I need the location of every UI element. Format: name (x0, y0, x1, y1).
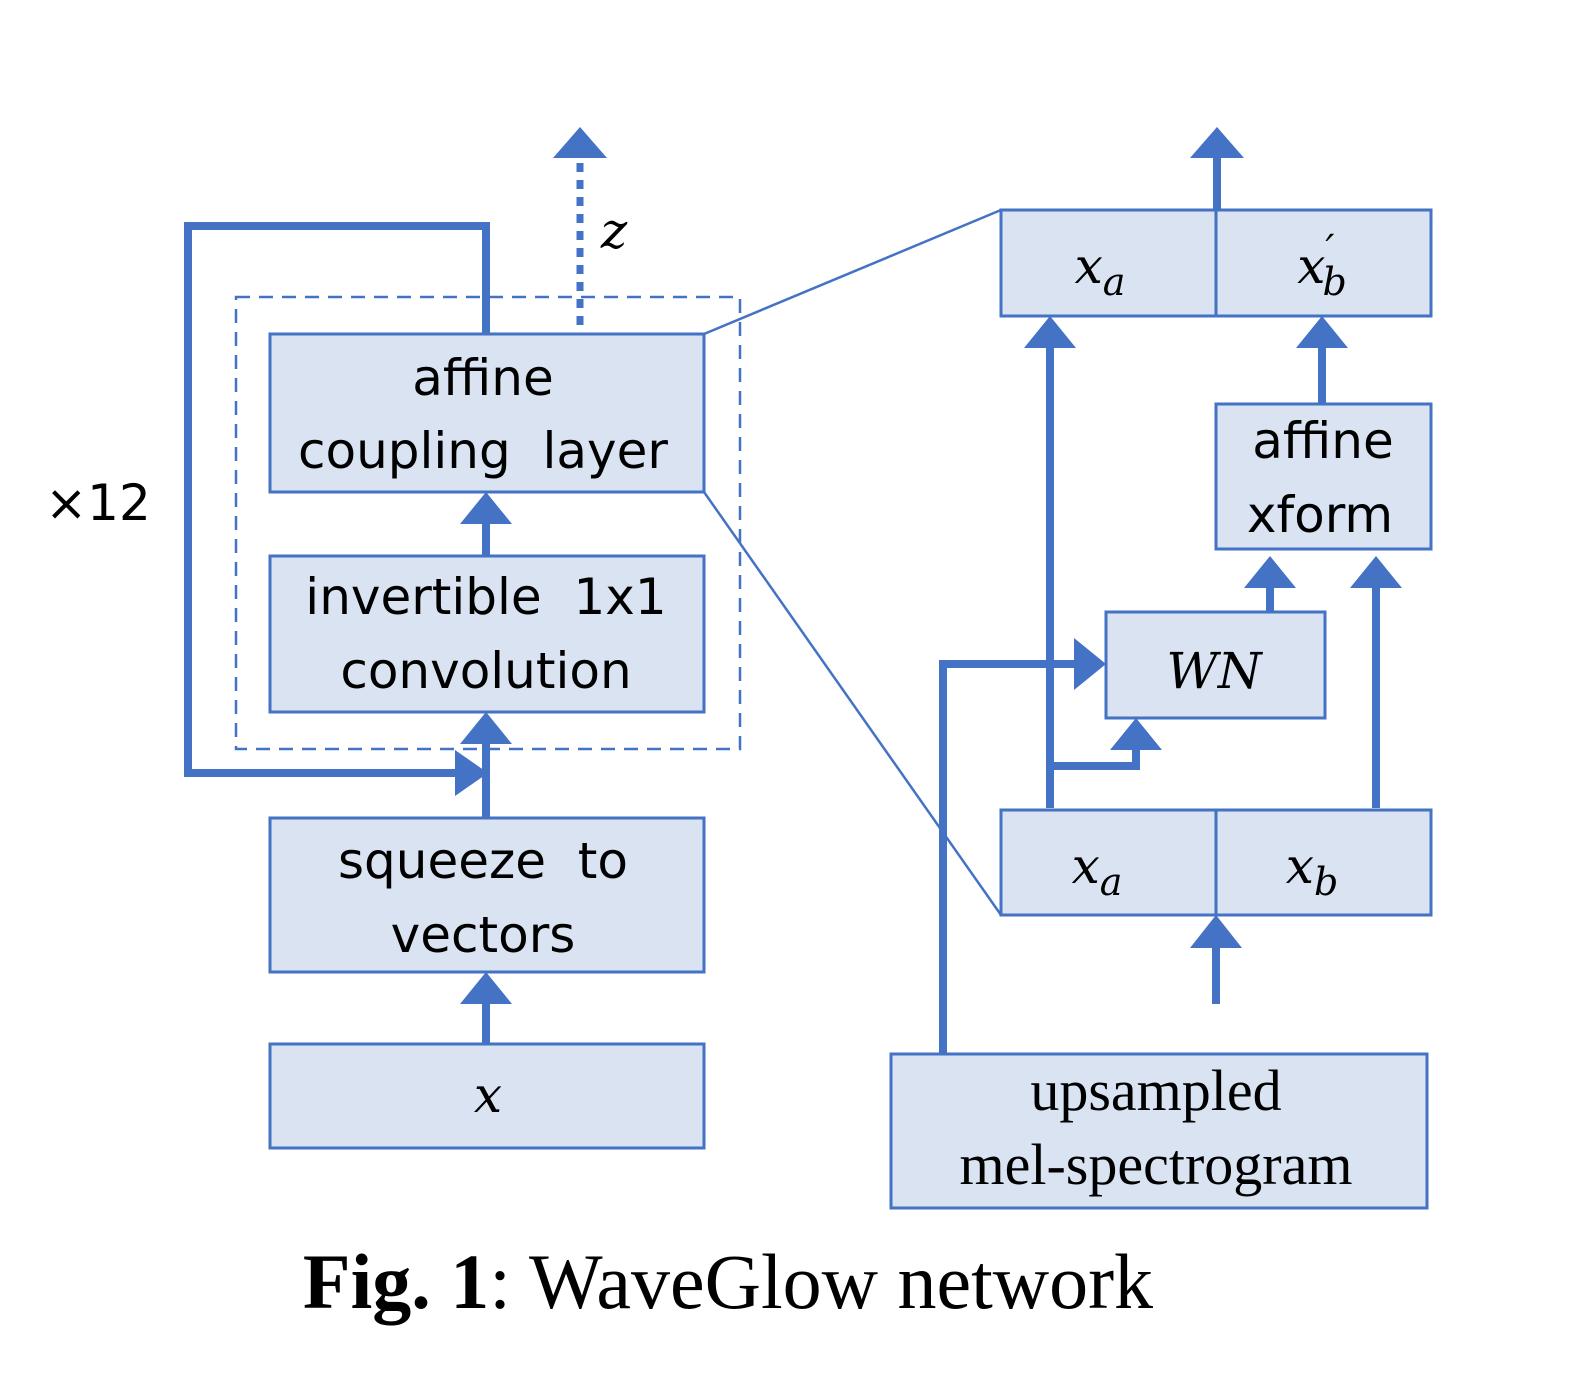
input-x-label: x (474, 1066, 502, 1124)
arrow-conv-to-affine-head (460, 492, 512, 524)
squeeze-box: squeeze to vectors (268, 816, 706, 974)
top-xa-label: xa (1075, 237, 1126, 304)
squeeze-line1: squeeze to (338, 832, 628, 890)
arrow-mel-to-wn-shaft (939, 660, 1076, 1054)
arrow-wn-to-xform-head (1244, 556, 1296, 588)
affine-coupling-line2: coupling layer (298, 422, 668, 480)
arrow-xa-to-wn-head (1110, 718, 1162, 750)
input-x-box: x (268, 1042, 706, 1150)
z-output-arrowhead (553, 127, 607, 158)
repeat-count-label: ×12 (45, 474, 151, 532)
top-xb-prime-label: x′b (1297, 227, 1347, 304)
arrow-xform-to-xb-head (1296, 316, 1348, 348)
output-arrow-head (1190, 127, 1244, 158)
arrow-xb-to-xform-head (1350, 556, 1402, 588)
affine-xform-line2: xform (1247, 486, 1393, 544)
zoom-line-top (703, 208, 1002, 336)
figure-caption: Fig. 1: WaveGlow network (303, 1238, 1153, 1325)
zoom-line-bottom (702, 491, 1003, 916)
affine-xform-line1: affine (1252, 412, 1393, 470)
caption-bold: Fig. 1 (303, 1238, 489, 1325)
z-label: z (600, 202, 628, 260)
arrow-mel-to-wn-head (1074, 638, 1106, 690)
invertible-conv-box: invertible 1x1 convolution (268, 554, 706, 714)
input-split-box: xa xb (999, 808, 1433, 917)
affine-xform-box: affine xform (1214, 402, 1433, 551)
bottom-xa-label: xa (1072, 837, 1123, 904)
wn-label: WN (1166, 642, 1263, 700)
mel-spectrogram-box: upsampled mel-spectrogram (889, 1052, 1429, 1210)
invertible-conv-line2: convolution (340, 642, 631, 700)
loop-back-arrowhead (455, 750, 488, 796)
affine-coupling-layer-box: affine coupling layer (268, 332, 706, 494)
invertible-conv-line1: invertible 1x1 (305, 568, 666, 626)
arrow-x-to-squeeze-head (460, 972, 512, 1004)
squeeze-line2: vectors (391, 906, 576, 964)
xa-passthrough-head (1024, 316, 1076, 348)
mel-line1: upsampled (1030, 1058, 1281, 1123)
input-arrow-head (1190, 915, 1242, 948)
arrow-squeeze-to-conv-head (460, 712, 512, 744)
output-split-box: xa x′b (999, 208, 1433, 318)
wn-box: WN (1104, 610, 1327, 720)
mel-line2: mel-spectrogram (960, 1132, 1353, 1197)
caption-rest: : WaveGlow network (489, 1238, 1153, 1325)
arrow-xa-to-wn-shaft (1050, 748, 1140, 770)
loop-back-connector (184, 222, 490, 777)
affine-coupling-line1: affine (412, 349, 553, 407)
bottom-xb-label: xb (1286, 837, 1339, 904)
